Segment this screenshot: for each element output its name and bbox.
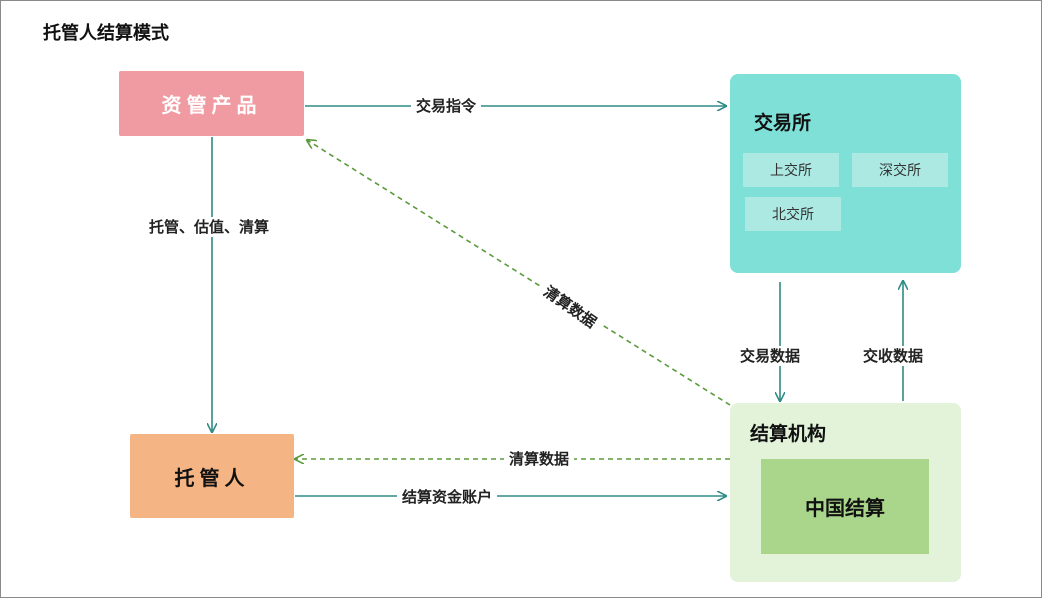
exchange-member-shenzhen: 深交所: [852, 153, 948, 187]
asset-product-node: 资管产品: [119, 71, 304, 136]
arrow-clearing-data-diagonal: [307, 140, 731, 406]
csdc-node: 中国结算: [761, 459, 929, 554]
clearing-title: 结算机构: [750, 423, 827, 445]
custodian-node: 托管人: [130, 434, 294, 518]
label-trade-data: 交易数据: [735, 346, 806, 366]
exchange-member-beijing: 北交所: [745, 197, 841, 231]
label-delivery-data: 交收数据: [858, 346, 929, 366]
label-clearing-data-horizontal: 清算数据: [504, 449, 575, 469]
label-settlement-account: 结算资金账户: [397, 487, 498, 507]
label-custody-valuation-settlement: 托管、估值、清算: [144, 217, 275, 237]
exchange-member-shanghai: 上交所: [743, 153, 839, 187]
diagram-title: 托管人结算模式: [43, 23, 169, 44]
label-trade-instruction: 交易指令: [411, 96, 482, 116]
exchange-node: 交易所 上交所 深交所 北交所: [730, 74, 961, 273]
exchange-title: 交易所: [754, 112, 812, 134]
clearing-node: 结算机构 中国结算: [730, 403, 961, 582]
